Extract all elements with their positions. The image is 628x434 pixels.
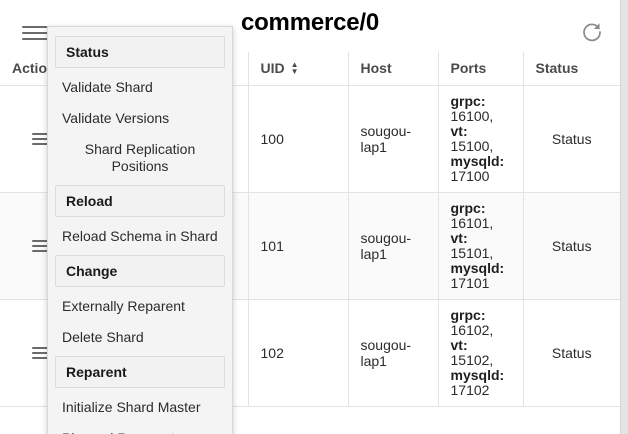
port-value: 15102, (450, 351, 494, 368)
row-host-cell: sougou-lap1 (348, 299, 439, 407)
row-host-cell: sougou-lap1 (348, 192, 439, 300)
vertical-scrollbar[interactable] (620, 0, 628, 434)
column-header-host-label: Host (360, 60, 392, 77)
port-label: mysqld: (450, 259, 505, 276)
menu-group-header: Reparent (55, 356, 225, 388)
menu-group-header: Status (55, 36, 225, 68)
row-ports-cell: grpc: 16102, vt: 15102, mysqld: 17102 (438, 299, 524, 407)
column-header-ports-label: Ports (450, 60, 487, 77)
port-label: grpc: (450, 199, 486, 216)
port-label: vt: (450, 229, 468, 246)
row-ports-cell: grpc: 16101, vt: 15101, mysqld: 17101 (438, 192, 524, 300)
port-value: 17101 (450, 274, 490, 291)
port-value: 16100, (450, 107, 494, 124)
port-value: 17100 (450, 167, 490, 184)
column-header-status: Status (523, 52, 620, 86)
port-label: vt: (450, 336, 468, 353)
port-value: 17102 (450, 381, 490, 398)
menu-item[interactable]: Externally Reparent (62, 298, 185, 314)
menu-item[interactable]: Planned Reparent (48, 423, 232, 434)
row-menu-icon[interactable] (31, 344, 56, 362)
vertical-scrollbar-thumb[interactable] (621, 0, 628, 434)
column-header-host: Host (348, 52, 439, 86)
port-label: vt: (450, 122, 468, 139)
menu-group-header: Change (55, 255, 225, 287)
column-header-uid[interactable]: UID ▲▼ (248, 52, 349, 86)
column-header-ports: Ports (438, 52, 524, 86)
menu-item[interactable]: Initialize Shard Master (62, 399, 201, 415)
menu-item[interactable]: Shard Replication Positions (84, 141, 196, 174)
row-status-cell[interactable]: Status (523, 85, 620, 193)
port-label: grpc: (450, 92, 486, 109)
status-link[interactable]: Status (551, 130, 592, 147)
refresh-icon[interactable] (580, 20, 604, 44)
hamburger-icon[interactable] (22, 22, 50, 44)
port-label: mysqld: (450, 152, 505, 169)
row-menu-icon[interactable] (31, 237, 56, 255)
menu-item[interactable]: Validate Versions (62, 110, 170, 126)
status-link[interactable]: Status (551, 237, 592, 254)
menu-item[interactable]: Reload Schema in Shard (62, 228, 218, 244)
port-value: 15101, (450, 244, 494, 261)
port-value: 16102, (450, 321, 494, 338)
row-uid-cell: 102 (248, 299, 349, 407)
menu-item[interactable]: Delete Shard (62, 329, 144, 345)
column-header-status-label: Status (535, 60, 579, 77)
row-host-cell: sougou-lap1 (348, 85, 439, 193)
menu-group-header: Reload (55, 185, 225, 217)
port-value: 15100, (450, 137, 494, 154)
page-title: commerce/0 (240, 9, 380, 36)
row-menu-icon[interactable] (31, 130, 56, 148)
status-link[interactable]: Status (551, 344, 592, 361)
row-status-cell[interactable]: Status (523, 299, 620, 407)
sort-arrows-icon[interactable]: ▲▼ (290, 60, 299, 77)
row-uid-cell: 101 (248, 192, 349, 300)
row-ports-cell: grpc: 16100, vt: 15100, mysqld: 17100 (438, 85, 524, 193)
column-header-uid-label: UID (260, 60, 285, 77)
menu-item[interactable]: Validate Shard (62, 79, 153, 95)
port-value: 16101, (450, 214, 494, 231)
port-label: grpc: (450, 306, 486, 323)
port-label: mysqld: (450, 366, 505, 383)
row-uid-cell: 100 (248, 85, 349, 193)
row-status-cell[interactable]: Status (523, 192, 620, 300)
